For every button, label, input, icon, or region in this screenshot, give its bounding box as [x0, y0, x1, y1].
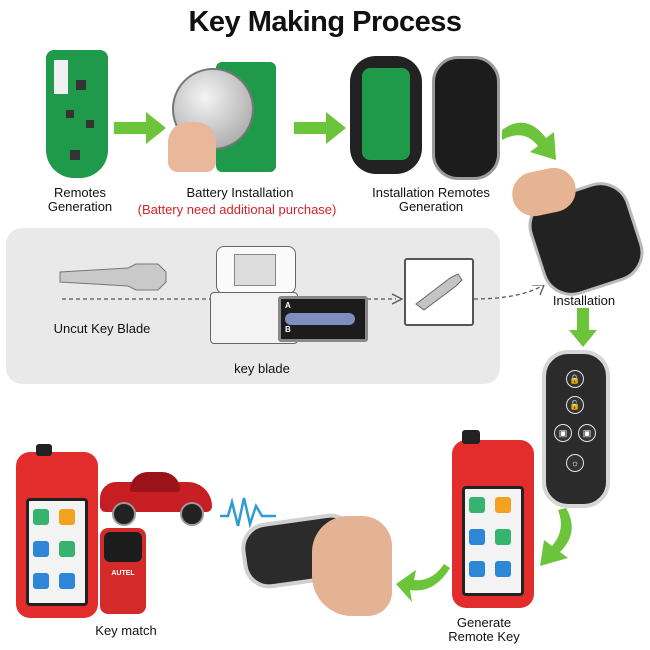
generate-remote-key-tablet	[452, 430, 534, 608]
cut-key-blade-icon	[415, 273, 463, 311]
pcb-chip	[86, 120, 94, 128]
cut-key-blade-frame	[404, 258, 474, 326]
fob-shell-back	[432, 56, 500, 180]
installation-remotes-generation-label: Installation Remotes Generation	[372, 185, 490, 214]
battery-installation-image	[168, 52, 278, 177]
light-button-icon: ☼	[566, 454, 584, 472]
battery-note-label: (Battery need additional purchase)	[137, 202, 337, 217]
green-arrow-down-icon	[569, 308, 597, 347]
green-arrow-icon	[294, 112, 346, 144]
installation-image	[508, 163, 650, 304]
unlock-button-icon: 🔓	[566, 396, 584, 414]
red-sports-car-image	[96, 460, 216, 526]
key-match-tablet	[16, 444, 98, 618]
signal-wave-icon	[220, 497, 276, 529]
remote-pcb-board	[46, 50, 108, 178]
pcb-chip	[66, 110, 74, 118]
door-button-icon: ▣	[578, 424, 596, 442]
smart-key-fob: 🔒 🔓 ▣ ▣ ☼	[542, 350, 610, 508]
blade-profile-detail: A B	[278, 296, 368, 342]
hand-holding-fob-image	[237, 500, 394, 624]
hand	[312, 516, 392, 616]
green-arrow-icon	[114, 112, 166, 144]
fob-shell-with-pcb	[350, 56, 422, 174]
key-match-label: Key match	[95, 623, 157, 638]
label-a: A	[285, 301, 291, 310]
generate-remote-key-label: Generate Remote Key	[448, 615, 520, 644]
uncut-key-blade-icon	[59, 263, 167, 291]
obd-brand-label: AUTEL	[111, 570, 135, 577]
lock-button-icon: 🔒	[566, 370, 584, 388]
curved-green-arrow-icon	[540, 508, 572, 566]
obd-module: AUTEL	[100, 528, 146, 614]
pcb-chip	[76, 80, 86, 90]
pcb-chip	[70, 150, 80, 160]
remotes-generation-label: Remotes Generation	[47, 185, 113, 214]
pcb-label-sticker	[54, 60, 68, 94]
uncut-key-blade-label: Uncut Key Blade	[53, 321, 151, 336]
green-arrow-icon	[396, 564, 450, 602]
label-b: B	[285, 325, 291, 334]
hand-fingers	[168, 122, 216, 172]
curved-green-arrow-icon	[502, 122, 556, 160]
key-blade-label: key blade	[234, 361, 290, 376]
trunk-button-icon: ▣	[554, 424, 572, 442]
battery-installation-label: Battery Installation	[186, 185, 294, 200]
page-title: Key Making Process	[188, 6, 462, 38]
installation-label: Installation	[552, 293, 616, 308]
